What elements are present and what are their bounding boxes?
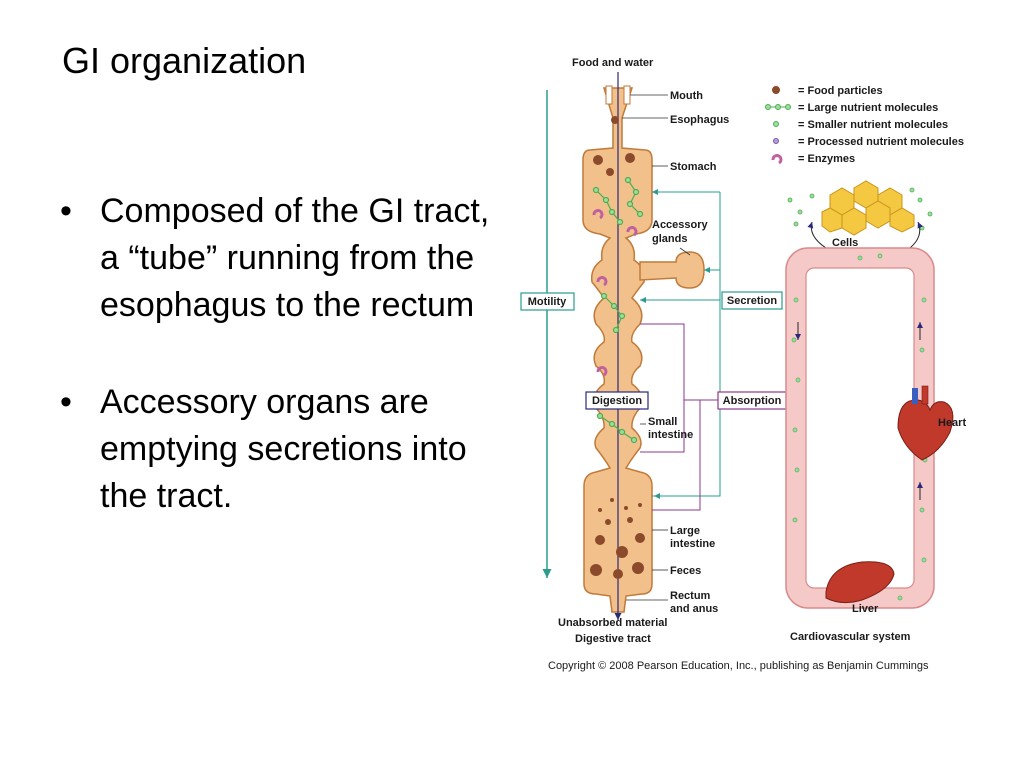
label-mouth: Mouth: [670, 90, 703, 102]
legend: = Food particles = Large nutrient molecu…: [765, 85, 964, 165]
label-large: Large: [670, 525, 700, 537]
label-cells: Cells: [832, 237, 858, 249]
processed-molecule-icon: [773, 138, 779, 144]
legend-item: = Smaller nutrient molecules: [798, 119, 948, 131]
cell-arrows: [807, 221, 924, 249]
svg-text:Motility: Motility: [528, 296, 567, 308]
label-large-intestine: intestine: [670, 538, 715, 550]
label-small-intestine: intestine: [648, 429, 693, 441]
legend-item: = Enzymes: [798, 153, 855, 165]
small-molecule-icon: [773, 121, 779, 127]
nutrient-molecules: [592, 176, 644, 444]
svg-text:Secretion: Secretion: [727, 295, 777, 307]
slide-title: GI organization: [62, 40, 307, 81]
enzyme-icon: [771, 154, 783, 165]
blood-flow-arrows: [795, 322, 923, 500]
legend-item: = Processed nutrient molecules: [798, 136, 964, 148]
blood-molecules: [791, 253, 928, 601]
label-cardiovascular: Cardiovascular system: [790, 631, 911, 643]
label-heart: Heart: [938, 417, 966, 429]
label-accessory: Accessory: [652, 219, 709, 231]
legend-item: = Large nutrient molecules: [798, 102, 938, 114]
cardiovascular-loop: [785, 247, 935, 609]
enzymes: [592, 209, 638, 377]
label-food-water: Food and water: [572, 57, 654, 69]
label-liver: Liver: [852, 603, 879, 615]
cell-molecules: [787, 187, 933, 231]
label-glands: glands: [652, 233, 687, 245]
svg-text:Digestion: Digestion: [592, 395, 642, 407]
heart-icon: [897, 385, 954, 461]
motility-box: Motility: [520, 292, 575, 311]
food-particle-icon: [772, 86, 780, 94]
secretion-lines: [640, 189, 721, 499]
label-feces: Feces: [670, 565, 701, 577]
label-anus: and anus: [670, 603, 718, 615]
label-stomach: Stomach: [670, 161, 717, 173]
label-rectum: Rectum: [670, 590, 711, 602]
bullet-dot-icon: •: [60, 383, 72, 421]
absorption-box: Absorption: [717, 391, 787, 410]
legend-item: = Food particles: [798, 85, 883, 97]
food-particles: [590, 116, 645, 579]
secretion-box: Secretion: [721, 291, 783, 310]
label-small: Small: [648, 416, 677, 428]
bullet-text: Accessory organs are emptying secretions…: [100, 383, 467, 515]
svg-text:Absorption: Absorption: [723, 395, 782, 407]
bullet-item: • Composed of the GI tract, a “tube” runn…: [58, 188, 498, 329]
digestion-box: Digestion: [585, 391, 649, 410]
bullet-dot-icon: •: [60, 192, 72, 230]
label-unabsorbed: Unabsorbed material: [558, 617, 667, 629]
leader-lines: [622, 94, 691, 601]
liver-icon: [825, 561, 895, 604]
label-esophagus: Esophagus: [670, 114, 729, 126]
bullet-item: • Accessory organs are emptying secretion…: [58, 379, 498, 520]
bullet-text: Composed of the GI tract, a “tube” runni…: [100, 192, 490, 324]
copyright-text: Copyright © 2008 Pearson Education, Inc.…: [548, 660, 929, 672]
cells-cluster: [821, 180, 915, 236]
label-digestive-tract: Digestive tract: [575, 633, 651, 645]
large-molecule-icon: [765, 104, 791, 110]
bullet-list: • Composed of the GI tract, a “tube” runn…: [58, 188, 498, 570]
